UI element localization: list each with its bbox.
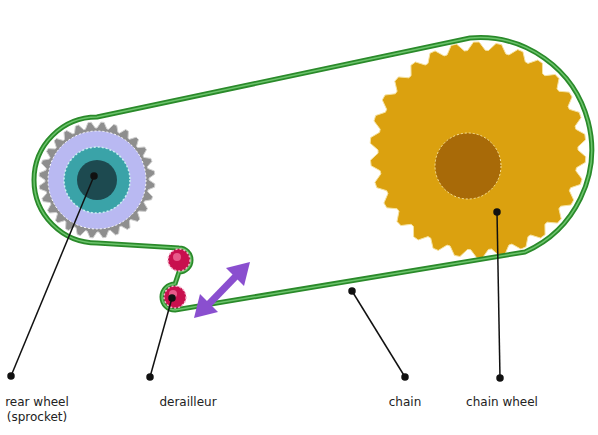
leader-line	[352, 291, 405, 377]
pulley-shine	[173, 253, 181, 261]
leader-dot	[147, 374, 153, 380]
part-label: derailleur	[150, 395, 226, 410]
leader-dot	[402, 374, 408, 380]
motion-arrow	[194, 262, 250, 318]
upper-pulley	[168, 249, 190, 271]
leader-line	[497, 212, 500, 378]
chain-highlight	[34, 38, 592, 310]
gears	[39, 42, 586, 258]
part-label: rear wheel (sprocket)	[0, 395, 74, 425]
chain-outer	[34, 38, 592, 310]
chain-wheel	[370, 42, 586, 258]
leader-dot	[349, 288, 355, 294]
leader-dot	[494, 209, 500, 215]
leader-dot	[8, 373, 14, 379]
part-label: chain	[378, 395, 432, 410]
arrow-head	[194, 294, 218, 318]
part-label: chain wheel	[460, 395, 544, 410]
sprocket-hub	[77, 160, 117, 200]
chain-loop	[34, 38, 592, 310]
sprocket-ring	[64, 147, 130, 213]
sprocket-disc	[48, 131, 146, 229]
leader-lines	[8, 173, 503, 381]
leader-line	[150, 298, 172, 377]
leader-dot	[497, 375, 503, 381]
leader-dot	[169, 295, 175, 301]
lower-pulley	[164, 286, 186, 308]
sprocket-teeth	[39, 122, 155, 238]
arrow-head	[226, 262, 250, 286]
chain-wheel-hub	[435, 133, 501, 199]
derailleur-pulleys	[164, 249, 190, 308]
arrow-shaft	[207, 274, 238, 306]
leader-line	[11, 176, 94, 376]
leader-dot	[91, 173, 97, 179]
